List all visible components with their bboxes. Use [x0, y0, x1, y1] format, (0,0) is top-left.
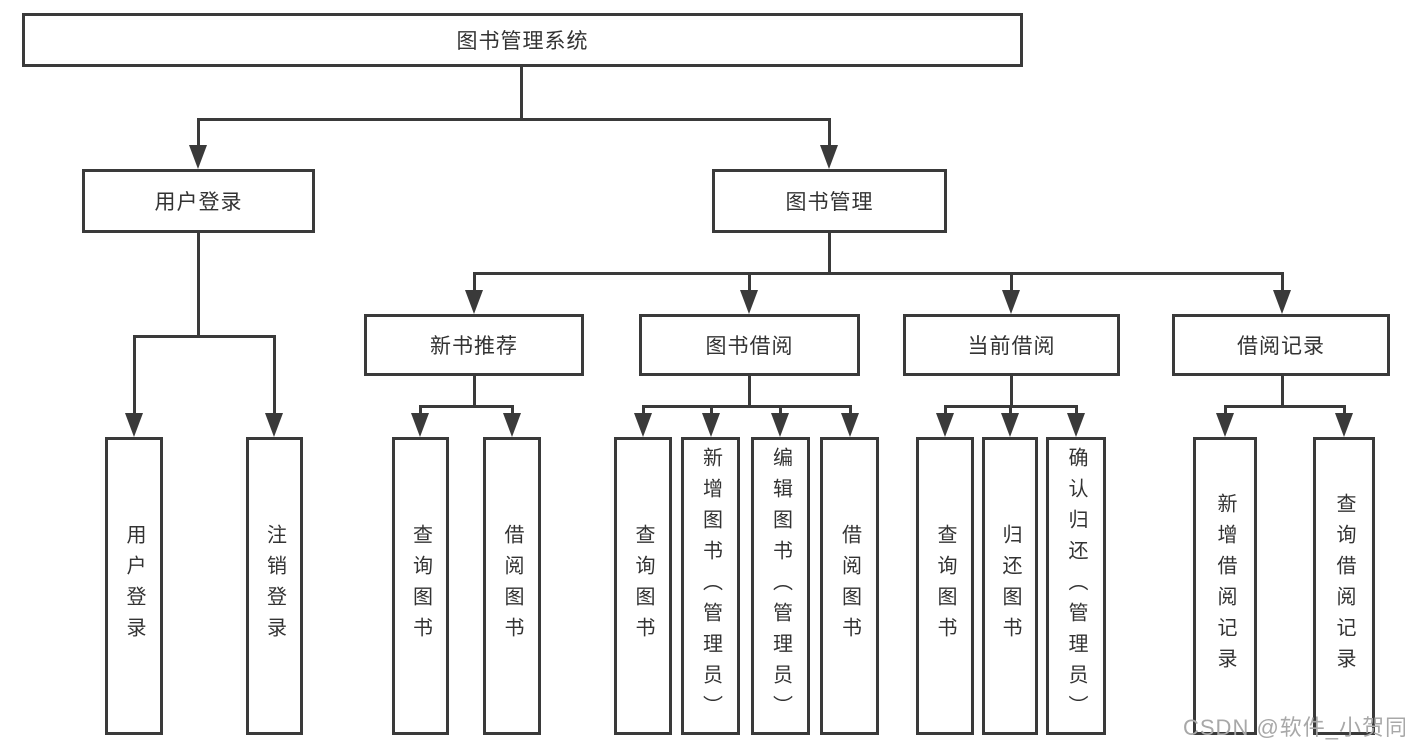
node-new-book-recommend: 新书推荐 — [364, 314, 584, 376]
connector-drop-logout-leaf — [273, 335, 276, 415]
connector-drop-cb-return — [1009, 405, 1012, 415]
connector-drop-new-books — [473, 272, 476, 292]
connector-drop-bb-add — [710, 405, 713, 415]
leaf-nb-query-books: 查询图书 — [392, 437, 449, 735]
connector-borrow-records-trunk — [1281, 375, 1284, 407]
arrowhead-bb-query — [634, 413, 652, 437]
connector-drop-nb-query — [419, 405, 422, 415]
arrowhead-borrow-records — [1273, 290, 1291, 314]
connector-drop-bb-borrow — [849, 405, 852, 415]
node-book-borrowing: 图书借阅 — [639, 314, 860, 376]
leaf-nb-borrow-books: 借阅图书 — [483, 437, 541, 735]
connector-book-management-trunk — [828, 233, 831, 275]
arrowhead-book-management — [820, 145, 838, 169]
connector-new-books-bar — [419, 405, 514, 408]
connector-borrow-records-bar — [1224, 405, 1346, 408]
arrowhead-book-borrow — [740, 290, 758, 314]
connector-drop-borrow-records — [1281, 272, 1284, 292]
connector-new-books-trunk — [473, 375, 476, 407]
connector-drop-bb-query — [642, 405, 645, 415]
connector-drop-br-query — [1343, 405, 1346, 415]
connector-user-login-trunk — [197, 233, 200, 338]
leaf-bb-borrow-books: 借阅图书 — [820, 437, 879, 735]
connector-drop-user-login — [197, 118, 200, 148]
leaf-bb-add-book-admin: 新增图书（管理员） — [681, 437, 740, 735]
node-user-login: 用户登录 — [82, 169, 315, 233]
connector-drop-br-add — [1224, 405, 1227, 415]
arrowhead-br-query — [1335, 413, 1353, 437]
connector-drop-login-leaf — [133, 335, 136, 415]
connector-level3-bar — [473, 272, 1284, 275]
leaf-cb-query-books: 查询图书 — [916, 437, 974, 735]
connector-drop-bb-edit — [779, 405, 782, 415]
connector-drop-cb-query — [944, 405, 947, 415]
connector-drop-book-borrow — [748, 272, 751, 292]
connector-user-login-bar — [133, 335, 276, 338]
arrowhead-nb-query — [411, 413, 429, 437]
arrowhead-login-leaf — [125, 413, 143, 437]
leaf-cb-return-book: 归还图书 — [982, 437, 1038, 735]
leaf-logout: 注销登录 — [246, 437, 303, 735]
node-borrow-records: 借阅记录 — [1172, 314, 1390, 376]
leaf-bb-edit-book-admin: 编辑图书（管理员） — [751, 437, 810, 735]
node-book-management: 图书管理 — [712, 169, 947, 233]
connector-drop-cb-confirm — [1075, 405, 1078, 415]
arrowhead-bb-borrow — [841, 413, 859, 437]
arrowhead-cb-confirm — [1067, 413, 1085, 437]
connector-drop-current-borrow — [1010, 272, 1013, 292]
csdn-watermark: CSDN @软件_小贺同学 — [1183, 715, 1405, 740]
connector-drop-nb-borrow — [511, 405, 514, 415]
arrowhead-bb-edit — [771, 413, 789, 437]
leaf-user-login: 用户登录 — [105, 437, 163, 735]
connector-current-borrow-trunk — [1010, 375, 1013, 407]
arrowhead-nb-borrow — [503, 413, 521, 437]
arrowhead-user-login — [189, 145, 207, 169]
arrowhead-cb-query — [936, 413, 954, 437]
node-current-borrowing: 当前借阅 — [903, 314, 1120, 376]
leaf-bb-query-books: 查询图书 — [614, 437, 672, 735]
connector-level2-bar — [197, 118, 831, 121]
leaf-br-query-record: 查询借阅记录 — [1313, 437, 1375, 735]
connector-book-borrow-bar — [642, 405, 852, 408]
arrowhead-cb-return — [1001, 413, 1019, 437]
connector-root-trunk — [520, 67, 523, 120]
leaf-cb-confirm-return-admin: 确认归还（管理员） — [1046, 437, 1106, 735]
arrowhead-logout-leaf — [265, 413, 283, 437]
leaf-br-add-record: 新增借阅记录 — [1193, 437, 1257, 735]
arrowhead-bb-add — [702, 413, 720, 437]
connector-book-borrow-trunk — [748, 375, 751, 407]
connector-drop-book-management — [828, 118, 831, 148]
arrowhead-new-books — [465, 290, 483, 314]
node-root: 图书管理系统 — [22, 13, 1023, 67]
arrowhead-br-add — [1216, 413, 1234, 437]
arrowhead-current-borrow — [1002, 290, 1020, 314]
